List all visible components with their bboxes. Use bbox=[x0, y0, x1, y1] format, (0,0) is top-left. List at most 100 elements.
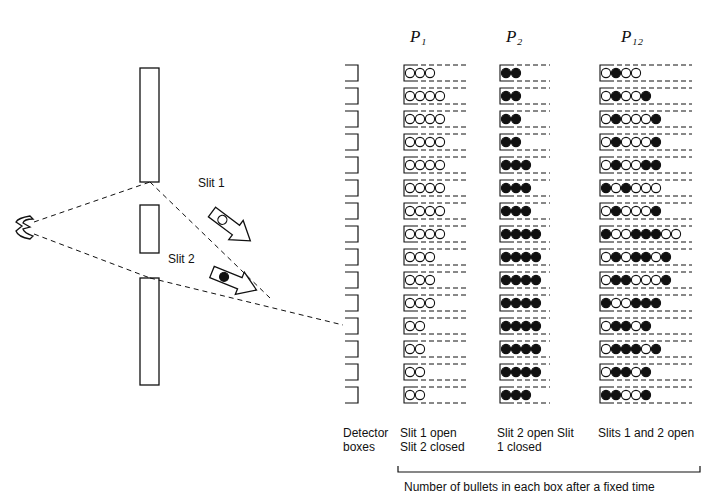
bullet-white bbox=[435, 183, 444, 192]
bullet-black bbox=[651, 114, 660, 123]
bullet-white bbox=[601, 252, 610, 261]
bullet-black bbox=[611, 321, 620, 330]
bullet-white bbox=[621, 298, 630, 307]
bullet-white bbox=[415, 137, 424, 146]
group-bracket bbox=[398, 466, 700, 472]
p2-row-dash bbox=[509, 180, 550, 196]
bullet-black bbox=[641, 252, 650, 261]
bullet-white bbox=[631, 206, 640, 215]
column-caption: Slit 2 open Slit 1 closed bbox=[497, 426, 579, 454]
bullet-black bbox=[511, 252, 520, 261]
p1-row-dash bbox=[413, 318, 466, 334]
bullet-white bbox=[425, 206, 434, 215]
detector-box bbox=[345, 157, 358, 173]
detector-box bbox=[345, 295, 358, 311]
bullet-black bbox=[511, 160, 520, 169]
bullet-white bbox=[601, 321, 610, 330]
p1-row-dash bbox=[413, 364, 466, 380]
bullet-white bbox=[435, 206, 444, 215]
bullet-black bbox=[511, 206, 520, 215]
bullet-black bbox=[521, 160, 530, 169]
bullet-white bbox=[641, 275, 650, 284]
bullet-white bbox=[601, 91, 610, 100]
bullet-black bbox=[641, 298, 650, 307]
bullet-white bbox=[415, 321, 424, 330]
bullet-black bbox=[651, 160, 660, 169]
bullet-black bbox=[521, 390, 530, 399]
bullet-black bbox=[631, 298, 640, 307]
bullet-black bbox=[511, 390, 520, 399]
bullet-black bbox=[641, 160, 650, 169]
bullet-black bbox=[501, 298, 510, 307]
p12-row-dash bbox=[609, 134, 692, 150]
bullet-black bbox=[621, 344, 630, 353]
bullet-white bbox=[405, 252, 414, 261]
bullet-black bbox=[611, 367, 620, 376]
bullet-black bbox=[511, 298, 520, 307]
bullet-black bbox=[611, 206, 620, 215]
bullet-black bbox=[611, 390, 620, 399]
bullet-white bbox=[601, 367, 610, 376]
bullet-black bbox=[501, 275, 510, 284]
bullet-black bbox=[501, 390, 510, 399]
p1-row-dash bbox=[413, 249, 466, 265]
bullet-arrow-1 bbox=[205, 202, 258, 250]
bullet-black bbox=[501, 252, 510, 261]
p12-row-dash bbox=[609, 364, 692, 380]
bullet-white bbox=[435, 160, 444, 169]
p1-row-dash bbox=[413, 65, 466, 81]
p1-row-dash bbox=[413, 295, 466, 311]
bullet-black bbox=[631, 252, 640, 261]
p1-row-dash bbox=[413, 180, 466, 196]
bullet-black bbox=[611, 137, 620, 146]
bullet-white bbox=[425, 252, 434, 261]
p2-row-dash bbox=[509, 203, 550, 219]
trajectory-lines bbox=[34, 182, 343, 325]
bullet-black bbox=[621, 367, 630, 376]
bullet-black bbox=[531, 321, 540, 330]
bullet-black bbox=[531, 275, 540, 284]
p2-row-dash bbox=[509, 318, 550, 334]
bullet-white bbox=[631, 275, 640, 284]
detector-box bbox=[345, 111, 358, 127]
bullet-black bbox=[611, 160, 620, 169]
bullet-black bbox=[511, 321, 520, 330]
bullet-white bbox=[631, 367, 640, 376]
p2-row-dash bbox=[509, 65, 550, 81]
detector-box bbox=[345, 272, 358, 288]
detector-box bbox=[345, 65, 358, 81]
bullet-black bbox=[511, 344, 520, 353]
p1-row-dash bbox=[413, 272, 466, 288]
bullet-white bbox=[631, 160, 640, 169]
bullet-white bbox=[435, 137, 444, 146]
p2-row-dash bbox=[509, 111, 550, 127]
bullet-white bbox=[435, 114, 444, 123]
bullet-black bbox=[531, 298, 540, 307]
bullet-white bbox=[641, 344, 650, 353]
bullet-white bbox=[405, 344, 414, 353]
bullet-white bbox=[601, 114, 610, 123]
bullet-black bbox=[651, 229, 660, 238]
p12-row-dash bbox=[609, 203, 692, 219]
bullet-white bbox=[631, 91, 640, 100]
bullet-black bbox=[501, 206, 510, 215]
bullet-white bbox=[405, 321, 414, 330]
p2-row-dash bbox=[509, 226, 550, 242]
bullet-black bbox=[501, 68, 510, 77]
bullet-black bbox=[501, 367, 510, 376]
detector-box bbox=[345, 341, 358, 357]
bullet-white bbox=[405, 114, 414, 123]
bullet-white bbox=[405, 206, 414, 215]
bullet-black bbox=[511, 183, 520, 192]
p2-row-dash bbox=[509, 387, 550, 403]
bullet-rows bbox=[345, 65, 692, 403]
bullet-black bbox=[651, 137, 660, 146]
p12-row-dash bbox=[609, 341, 692, 357]
bullet-white bbox=[405, 390, 414, 399]
bullet-black bbox=[641, 91, 650, 100]
p1-row-dash bbox=[413, 157, 466, 173]
bullet-white bbox=[425, 298, 434, 307]
p2-row-dash bbox=[509, 88, 550, 104]
bullet-white bbox=[405, 68, 414, 77]
bullet-white bbox=[641, 183, 650, 192]
